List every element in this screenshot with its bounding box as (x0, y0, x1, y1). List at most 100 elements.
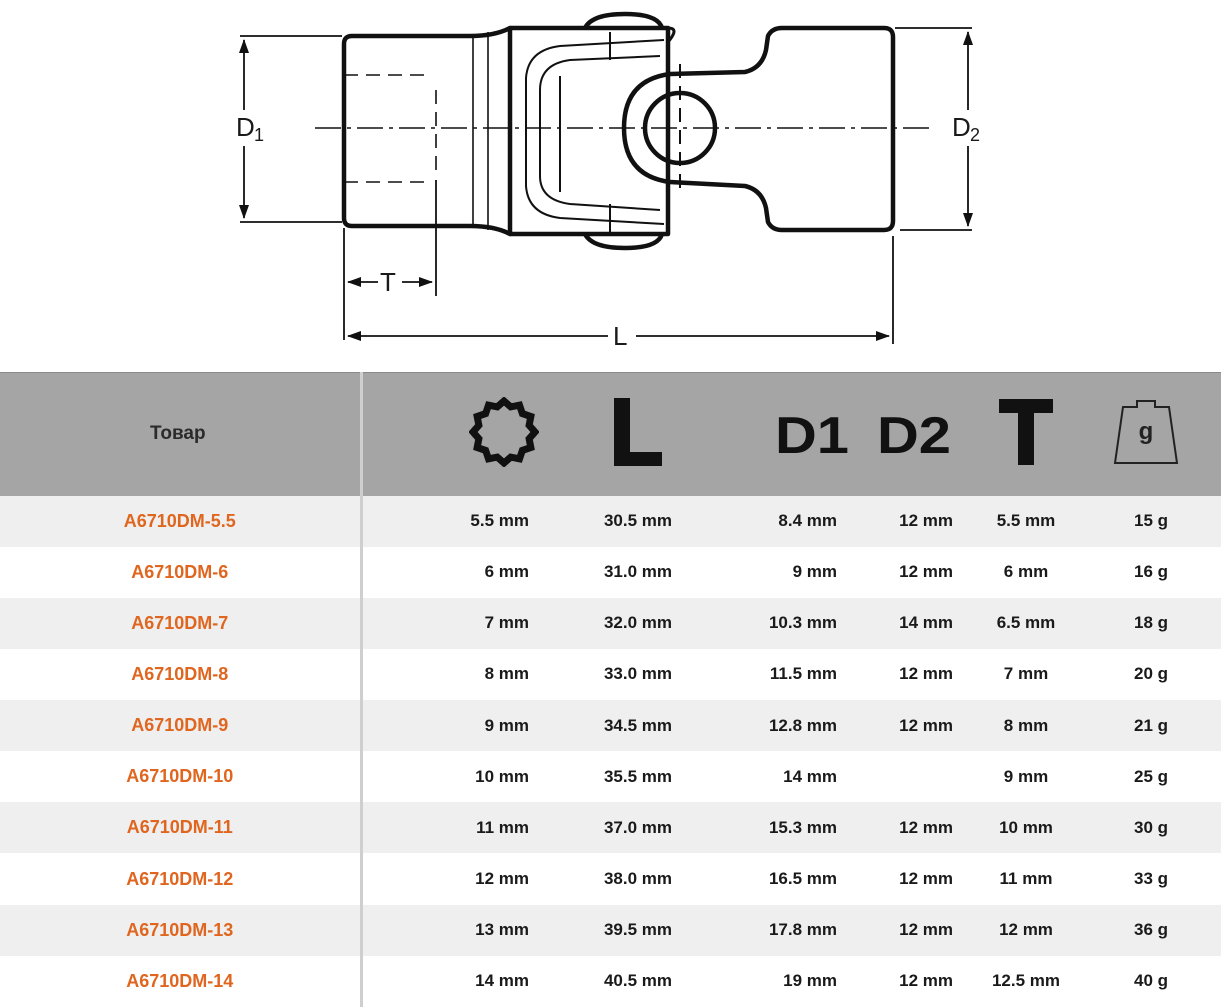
l-cell: 30.5 mm (603, 511, 673, 531)
product-code-cell[interactable]: A6710DM-10 (126, 766, 234, 787)
t-label: T (380, 267, 396, 297)
size-cell: 12 mm (359, 853, 583, 905)
socket-bore-hidden-lines (344, 32, 489, 230)
d2-cell: 12 mm (899, 511, 953, 531)
product-code-cell[interactable]: A6710DM-11 (126, 817, 233, 838)
d2-cell (867, 751, 955, 802)
l-cell: 31.0 mm (603, 562, 673, 582)
d1-cell: 19 mm (783, 971, 837, 991)
d2-subscript: 2 (970, 125, 980, 145)
dimension-d1 (239, 35, 342, 223)
d1-label: D (236, 112, 255, 142)
header-d2: D2 (867, 372, 955, 496)
weight-cell: 40 g (1134, 971, 1169, 991)
product-code-cell[interactable]: A6710DM-12 (126, 868, 234, 889)
weight-cell: 30 g (1134, 817, 1169, 837)
t-cell: 10 mm (999, 817, 1053, 837)
d1-cell: 8.4 mm (778, 511, 837, 531)
d2-cell: 12 mm (899, 562, 953, 582)
l-cell: 37.0 mm (603, 817, 673, 837)
product-code-cell[interactable]: A6710DM-13 (126, 919, 234, 940)
t-icon (997, 397, 1055, 467)
joint-yoke (510, 11, 676, 251)
table-row: A6710DM-6 6 mm 31.0 mm 9 mm 12 mm 6 mm 16 g (0, 546, 1221, 598)
d2-cell: 12 mm (899, 869, 953, 889)
weight-cell: 25 g (1134, 766, 1169, 786)
table-row: A6710DM-12 12 mm 38.0 mm 16.5 mm 12 mm 11 mm 3… (0, 853, 1221, 905)
dimension-l (347, 236, 894, 344)
d1-cell: 11.5 mm (769, 664, 837, 684)
l-cell: 32.0 mm (603, 613, 673, 633)
d1-cell: 16.5 mm (768, 869, 837, 889)
size-cell: 6 mm (359, 546, 583, 598)
d1-cell: 15.3 mm (768, 817, 837, 837)
t-cell: 6.5 mm (996, 613, 1056, 633)
d2-icon: D2 (877, 407, 953, 465)
table-row: A6710DM-11 11 mm 37.0 mm 15.3 mm 12 mm 10 mm 3… (0, 802, 1221, 854)
dimension-d2 (895, 27, 973, 231)
product-code-cell[interactable]: A6710DM-7 (131, 612, 229, 633)
d1-subscript: 1 (254, 125, 264, 145)
d1-cell: 14 mm (783, 766, 837, 786)
weight-cell: 15 g (1134, 511, 1169, 531)
dimension-t (343, 180, 437, 340)
product-code-cell[interactable]: A6710DM-8 (131, 663, 229, 684)
l-cell: 40.5 mm (603, 971, 673, 991)
svg-text:g: g (1139, 418, 1154, 445)
length-L-icon (610, 396, 666, 468)
t-cell: 7 mm (1003, 664, 1049, 684)
header-weight: g (1097, 372, 1221, 496)
t-cell: 5.5 mm (996, 511, 1056, 531)
d2-cell: 12 mm (899, 817, 953, 837)
l-label: L (613, 321, 627, 351)
size-cell: 8 mm (359, 648, 583, 701)
header-product: Товар (0, 372, 361, 496)
size-cell: 11 mm (359, 802, 583, 854)
t-cell: 6 mm (1003, 562, 1049, 582)
product-code-cell[interactable]: A6710DM-5.5 (123, 510, 236, 531)
weight-icon: g (1111, 399, 1181, 465)
svg-text:D2: D2 (877, 408, 951, 456)
l-cell: 38.0 mm (603, 869, 673, 889)
t-cell: 11 mm (999, 869, 1053, 889)
l-cell: 39.5 mm (603, 920, 673, 940)
d1-icon: D1 (775, 407, 851, 465)
t-cell: 8 mm (1003, 715, 1049, 735)
l-cell: 35.5 mm (603, 766, 673, 786)
universal-joint-socket-diagram: D 1 D 2 T L (236, 11, 980, 351)
d1-cell: 10.3 mm (768, 613, 837, 633)
weight-cell: 33 g (1134, 869, 1169, 889)
d2-cell: 14 mm (899, 613, 953, 633)
weight-cell: 16 g (1134, 562, 1169, 582)
weight-cell: 20 g (1134, 664, 1169, 684)
weight-cell: 21 g (1134, 715, 1169, 735)
size-cell: 10 mm (359, 751, 583, 803)
yoke-inner-lines (525, 32, 665, 232)
size-cell: 14 mm (359, 955, 583, 1007)
product-code-cell[interactable]: A6710DM-6 (131, 561, 229, 582)
d2-cell: 12 mm (899, 715, 953, 735)
product-code-cell[interactable]: A6710DM-14 (126, 970, 234, 991)
svg-text:D1: D1 (775, 408, 849, 456)
header-t (955, 372, 1097, 496)
header-d1: D1 (693, 372, 867, 496)
spec-table: Товар D1 (0, 372, 1221, 1007)
product-code-cell[interactable]: A6710DM-9 (131, 715, 229, 736)
d2-cell: 12 mm (899, 971, 953, 991)
twelve-point-socket-icon (468, 396, 540, 468)
t-cell: 12.5 mm (991, 971, 1061, 991)
d1-cell: 9 mm (792, 562, 837, 582)
right-drive-end (669, 25, 896, 233)
header-l (583, 372, 693, 496)
d2-label: D (952, 112, 971, 142)
size-cell: 7 mm (359, 597, 583, 649)
d1-cell: 12.8 mm (768, 715, 837, 735)
l-cell: 34.5 mm (603, 715, 673, 735)
